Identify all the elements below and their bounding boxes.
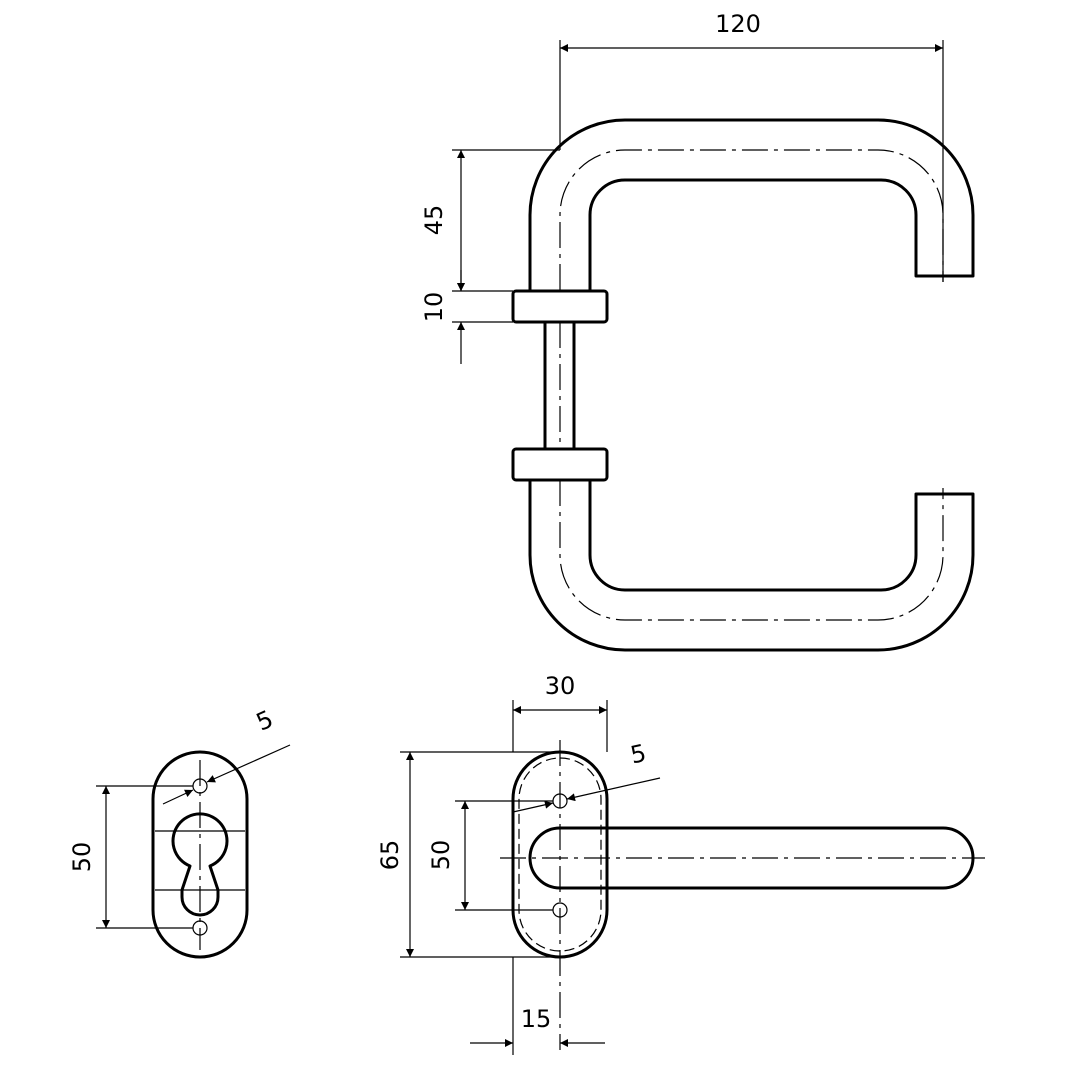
dim-escutcheon-hole-spacing: 50	[68, 842, 96, 873]
dim-plate-hole-diameter: 5	[628, 739, 649, 770]
lever-front-view: 30 65 50 5 15	[376, 672, 985, 1055]
dim-plate-height: 65	[376, 840, 404, 871]
dim-handle-height: 45	[420, 205, 448, 236]
dim-handle-length: 120	[715, 10, 761, 38]
lower-rose	[511, 447, 609, 482]
handle-side-view: 120 45 10	[420, 10, 975, 652]
lower-lever-centerline	[559, 480, 944, 621]
dim-spindle-offset: 15	[521, 1005, 552, 1033]
dim-plate-width: 30	[545, 672, 576, 700]
escutcheon-plate	[151, 750, 249, 959]
upper-lever-centerline	[559, 149, 944, 290]
cylinder-keyhole	[171, 812, 229, 917]
escutcheon-front-view: 50 5	[68, 705, 291, 959]
upper-rose	[511, 289, 609, 324]
lower-lever-outline	[528, 478, 975, 652]
dim-escutcheon-hole-diameter: 5	[252, 705, 277, 737]
dim-plate-hole-spacing: 50	[427, 840, 455, 871]
dim-rose-thickness: 10	[420, 292, 448, 323]
upper-lever-outline	[528, 118, 975, 292]
lever-outline	[528, 826, 975, 890]
